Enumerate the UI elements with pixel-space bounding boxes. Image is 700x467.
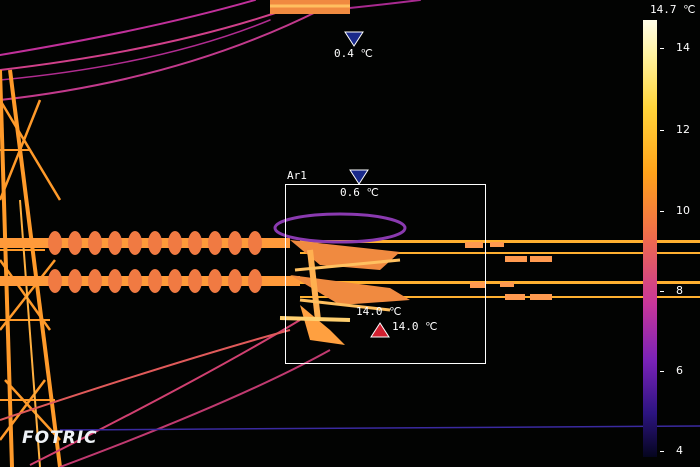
hot-spot-marker-icon	[370, 322, 390, 338]
scale-tick-14: 14	[676, 41, 690, 54]
roi-box-ar1[interactable]	[285, 184, 486, 364]
scale-tick-10: 10	[676, 204, 690, 217]
roi-label: Ar1	[287, 169, 307, 182]
roi-cold-marker-icon	[349, 169, 369, 185]
scale-tick-4: 4	[676, 444, 683, 457]
scale-tick-6: 6	[676, 364, 683, 377]
tower	[0, 69, 62, 467]
roi-min-temp: 0.6 ℃	[340, 186, 379, 199]
scale-tick-mark	[660, 130, 664, 131]
insulator-strings	[0, 231, 300, 293]
scale-tick-12: 12	[676, 123, 690, 136]
brand-logo: FOTRIC	[22, 428, 98, 448]
scale-tick-mark	[660, 48, 664, 49]
hardware-cluster	[273, 212, 410, 345]
top-insulator	[270, 0, 350, 14]
roi-max-temp: 14.0 ℃	[356, 305, 402, 318]
cold-spot-temp: 0.4 ℃	[334, 47, 373, 60]
scale-max-label: 14.7 ℃	[650, 3, 696, 16]
scale-tick-mark	[660, 451, 664, 452]
conductors	[300, 240, 700, 300]
scale-tick-mark	[660, 211, 664, 212]
color-scale-bar	[643, 20, 657, 457]
scale-tick-mark	[660, 371, 664, 372]
scale-tick-mark	[660, 291, 664, 292]
hot-spot-temp: 14.0 ℃	[392, 320, 438, 333]
scale-tick-8: 8	[676, 284, 683, 297]
cold-spot-marker-icon	[344, 31, 364, 47]
top-wires	[0, 0, 421, 101]
